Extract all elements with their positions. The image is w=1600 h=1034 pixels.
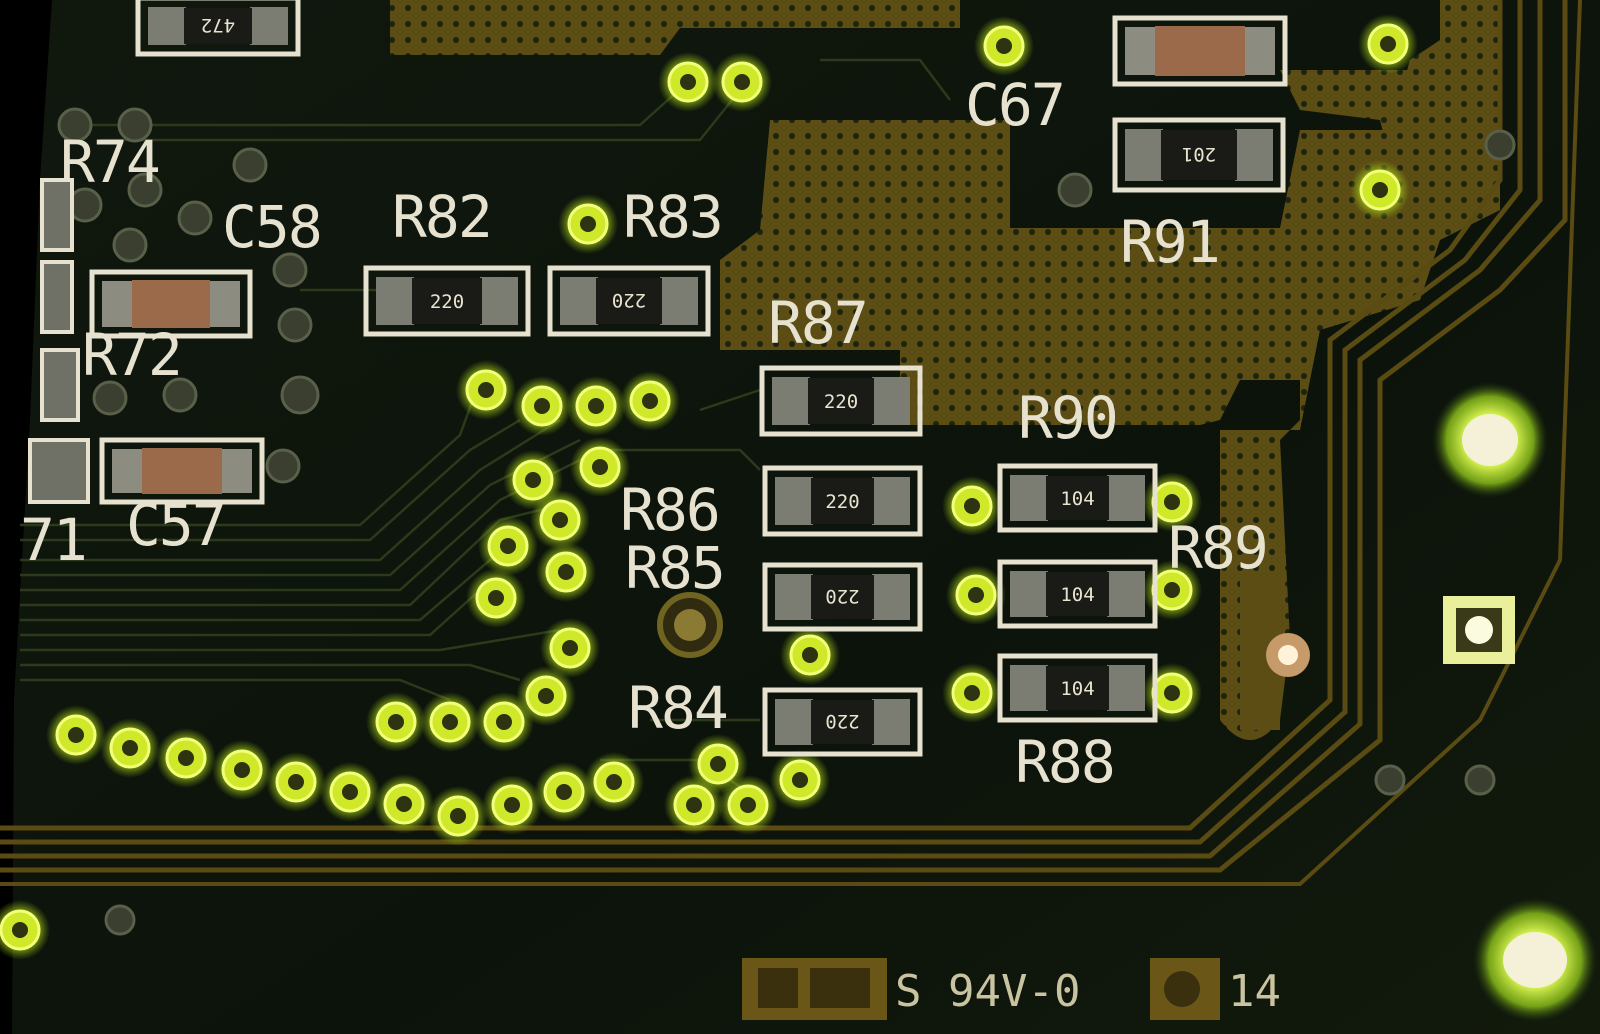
via (974, 16, 1034, 76)
via (536, 542, 596, 602)
label-r83: R83 (623, 183, 722, 251)
label-r84: R84 (628, 674, 727, 742)
resistor-r74: 472 (135, 0, 301, 57)
via (320, 762, 380, 822)
label-r85: R85 (625, 534, 724, 602)
partial-component (40, 178, 74, 252)
resistor-code: 104 (1060, 678, 1094, 700)
label-c58: C58 (222, 193, 321, 261)
resistor-r82: 220 (363, 265, 531, 337)
via (46, 705, 106, 765)
resistor-r90: 104 (997, 463, 1158, 533)
capacitor-c58 (89, 269, 253, 339)
resistor-code: 104 (1060, 488, 1094, 510)
via (664, 775, 724, 835)
via (530, 490, 590, 550)
resistor-code: 220 (825, 585, 859, 607)
label-r88: R88 (1015, 728, 1114, 796)
partial-component (40, 348, 80, 422)
label-r91: R91 (1120, 208, 1219, 276)
resistor-code: 201 (1182, 143, 1216, 165)
resistor-code: 472 (201, 14, 235, 36)
label-r71: 71 (20, 506, 86, 574)
via (482, 775, 542, 835)
resistor-r88: 104 (997, 653, 1158, 723)
via (540, 618, 600, 678)
via (456, 360, 516, 420)
silkscreen-labels: R74 C58 R82 R83 C67 R91 R72 R87 R90 R86 … (20, 71, 1269, 796)
label-r89: R89 (1168, 514, 1267, 582)
resistor-r84: 220 (762, 687, 923, 757)
via (942, 663, 1002, 723)
dark-vias (57, 107, 1516, 936)
resistor-code: 220 (825, 491, 859, 513)
via (1358, 14, 1418, 74)
via (534, 762, 594, 822)
resistor-code: 220 (612, 289, 646, 311)
via (366, 692, 426, 752)
vias (0, 14, 1418, 960)
resistor-r87: 220 (759, 365, 923, 437)
via (512, 376, 572, 436)
via (620, 371, 680, 431)
label-r90: R90 (1018, 384, 1117, 452)
via (212, 740, 272, 800)
via (0, 900, 50, 960)
via (374, 774, 434, 834)
manufacturer-marking: S 94V-0 14 (742, 958, 1281, 1020)
label-r86: R86 (620, 476, 719, 544)
resistor-code: 220 (824, 391, 858, 413)
resistor-r85: 220 (762, 562, 923, 632)
resistor-r89: 104 (997, 559, 1158, 629)
via (658, 52, 718, 112)
via (420, 692, 480, 752)
via (428, 786, 488, 846)
label-c57: C57 (126, 491, 225, 559)
resistor-r86: 220 (762, 465, 923, 537)
via (474, 692, 534, 752)
edge-traces (0, 0, 1582, 886)
via (1350, 160, 1410, 220)
via (942, 476, 1002, 536)
via (780, 625, 840, 685)
via (712, 52, 772, 112)
via (584, 752, 644, 812)
mounting-holes (657, 382, 1597, 1022)
via (718, 775, 778, 835)
label-r87: R87 (768, 289, 867, 357)
smd-components: 472 220 220 220 220 220 220 104 104 104 201 (28, 0, 1288, 757)
label-r72: R72 (82, 321, 181, 389)
partial-component (28, 438, 90, 504)
via (566, 376, 626, 436)
resistor-r91: 201 (1112, 117, 1286, 193)
capacitor-c67-pad (1112, 15, 1288, 87)
resistor-r83: 220 (547, 265, 711, 337)
rating-text: S 94V-0 (895, 966, 1080, 1017)
resistor-code: 220 (825, 710, 859, 732)
via (570, 437, 630, 497)
via (770, 750, 830, 810)
via (558, 194, 618, 254)
capacitor-c57 (99, 437, 265, 505)
label-r74: R74 (60, 128, 159, 196)
via (100, 718, 160, 778)
via (266, 752, 326, 812)
resistor-code: 220 (430, 291, 464, 313)
via (946, 565, 1006, 625)
resistor-code: 104 (1060, 584, 1094, 606)
partial-component (40, 260, 74, 334)
copper-pour (390, 0, 1500, 740)
via (156, 728, 216, 788)
label-c67: C67 (965, 71, 1064, 139)
via (466, 568, 526, 628)
date-code-text: 14 (1228, 966, 1281, 1017)
via (478, 516, 538, 576)
via (1142, 663, 1202, 723)
label-r82: R82 (392, 183, 491, 251)
